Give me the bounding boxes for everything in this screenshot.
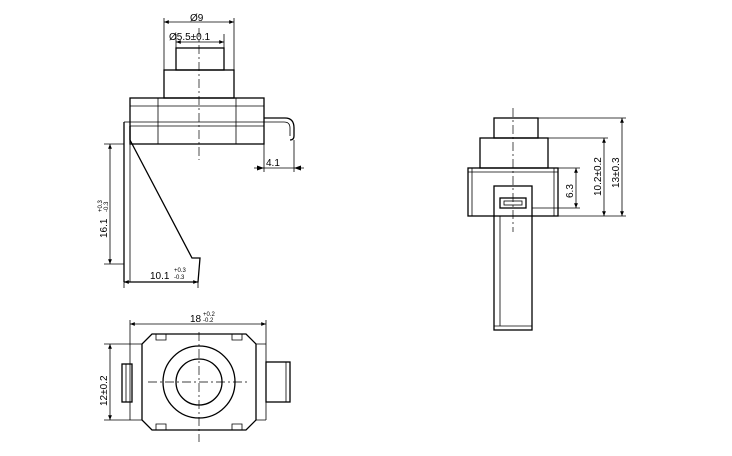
- front-view: Ø9 Ø5.5±0.1 4.1 16.1 +0.3 -0.3 10.1 +0.3…: [98, 13, 304, 288]
- side-lead: [493, 185, 533, 331]
- dim-height-tol-upper: +0.3: [98, 199, 104, 212]
- side-cap: [479, 137, 549, 169]
- dim-outer-diameter: Ø9: [190, 13, 204, 24]
- side-body: [467, 167, 559, 217]
- dim-height-tol-lower: -0.3: [104, 201, 110, 212]
- front-lead: [123, 122, 201, 283]
- dim-lead-width-tol-upper: +0.3: [174, 268, 187, 274]
- dim-lead-width: 10.1: [150, 271, 170, 282]
- dim-terminal-offset: 4.1: [266, 158, 280, 169]
- dim-height: 16.1: [99, 218, 110, 238]
- dim-length-tol-upper: +0.2: [203, 312, 216, 318]
- dim-body-height: 10.2±0.2: [593, 157, 604, 196]
- dim-slot-height: 6.3: [565, 184, 576, 198]
- side-view: 6.3 10.2±0.2 13±0.3: [467, 108, 626, 331]
- front-body: [129, 97, 265, 145]
- front-plunger: [175, 47, 225, 71]
- side-plunger: [493, 117, 539, 139]
- top-view: 18 +0.2 -0.2 12±0.2: [99, 312, 291, 442]
- dim-length: 18: [190, 314, 202, 325]
- dim-inner-diameter: Ø5.5±0.1: [169, 32, 211, 43]
- dim-lead-width-tol-lower: -0.3: [174, 275, 185, 281]
- dim-length-tol-lower: -0.2: [203, 318, 214, 324]
- top-body: [141, 333, 257, 431]
- top-left-lug: [121, 363, 133, 403]
- dim-width: 12±0.2: [99, 375, 110, 406]
- front-terminal-hook: [264, 117, 295, 141]
- dim-total-height: 13±0.3: [611, 157, 622, 188]
- top-right-lug: [265, 361, 291, 403]
